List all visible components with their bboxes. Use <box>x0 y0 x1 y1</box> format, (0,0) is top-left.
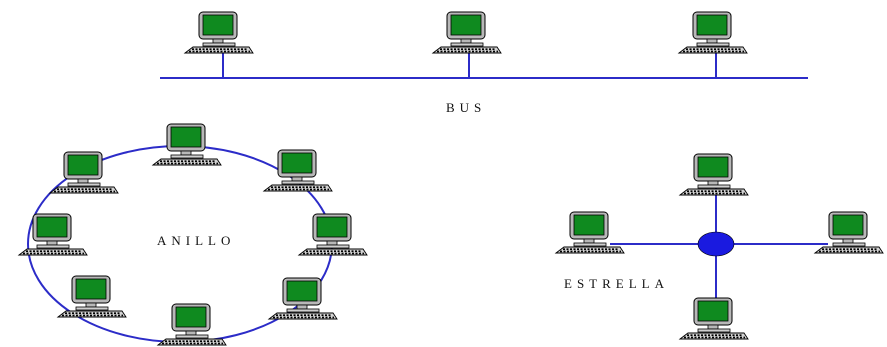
hub-node <box>697 231 735 257</box>
computer-icon <box>57 275 127 318</box>
computer-icon <box>678 11 748 54</box>
computer-icon <box>157 303 227 346</box>
computer-icon <box>263 149 333 192</box>
computer-icon <box>679 153 749 196</box>
computer-icon <box>814 211 884 254</box>
star-label: ESTRELLA <box>564 276 669 291</box>
ring-topology: ANILLO <box>18 123 368 346</box>
computer-icon <box>432 11 502 54</box>
computer-icon <box>555 211 625 254</box>
computer-icon <box>152 123 222 166</box>
computer-icon <box>298 213 368 256</box>
computer-icon <box>184 11 254 54</box>
ring-label: ANILLO <box>157 233 235 248</box>
bus-topology: BUS <box>160 11 808 115</box>
star-topology: ESTRELLA <box>555 153 884 340</box>
computer-icon <box>268 277 338 320</box>
bus-label: BUS <box>446 100 486 115</box>
computer-icon <box>679 297 749 340</box>
